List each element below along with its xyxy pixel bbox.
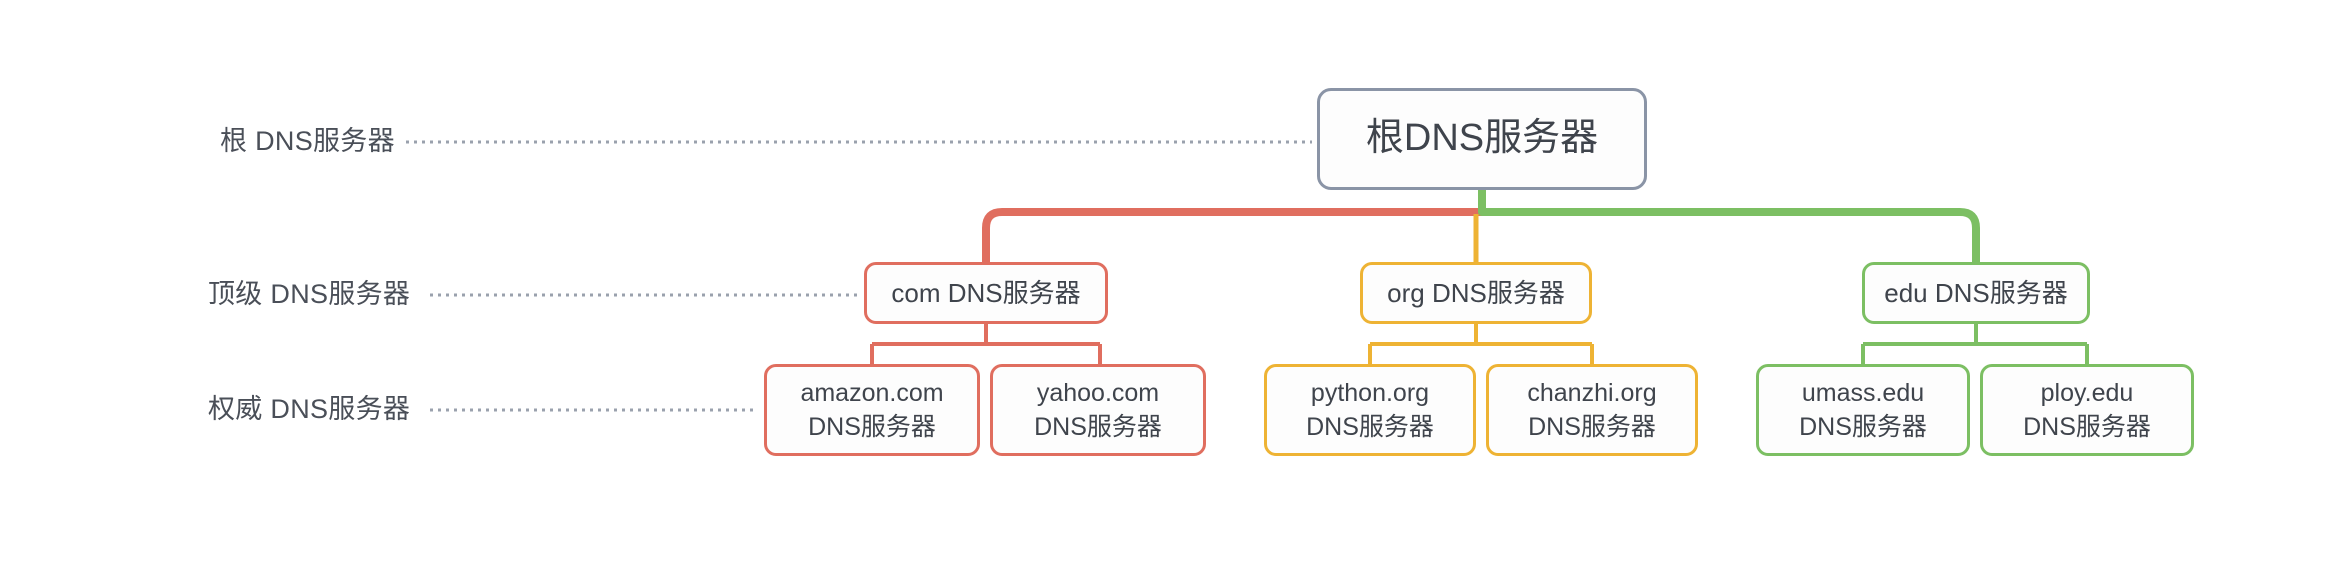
node-authoritative-python-org[interactable]: python.org DNS服务器 — [1264, 364, 1476, 456]
node-root-dns-server[interactable]: 根DNS服务器 — [1317, 88, 1647, 190]
node-authoritative-amazon-com[interactable]: amazon.com DNS服务器 — [764, 364, 980, 456]
node-authoritative-chanzhi-org[interactable]: chanzhi.org DNS服务器 — [1486, 364, 1698, 456]
node-tld-org-label: org DNS服务器 — [1387, 277, 1565, 308]
edge-root-to-com — [982, 208, 1486, 266]
node-authoritative-yahoo-com-role: DNS服务器 — [1034, 413, 1162, 441]
node-authoritative-amazon-com-domain: amazon.com — [800, 378, 944, 407]
node-authoritative-ploy-edu[interactable]: ploy.edu DNS服务器 — [1980, 364, 2194, 456]
node-authoritative-umass-edu-domain: umass.edu — [1801, 378, 1925, 407]
row-label-root: 根 DNS服务器 — [220, 126, 395, 156]
node-authoritative-amazon-com-role: DNS服务器 — [808, 413, 936, 441]
node-authoritative-chanzhi-org-domain: chanzhi.org — [1527, 378, 1657, 407]
node-authoritative-chanzhi-org-role: DNS服务器 — [1528, 413, 1656, 441]
node-authoritative-ploy-edu-role: DNS服务器 — [2023, 413, 2151, 441]
edge-com-to-children — [870, 324, 1102, 364]
node-authoritative-yahoo-com[interactable]: yahoo.com DNS服务器 — [990, 364, 1206, 456]
node-authoritative-yahoo-com-domain: yahoo.com — [1036, 378, 1160, 407]
node-root-label: 根DNS服务器 — [1365, 117, 1599, 160]
node-tld-edu[interactable]: edu DNS服务器 — [1862, 262, 2090, 324]
row-label-tld: 顶级 DNS服务器 — [208, 279, 411, 309]
edge-root-to-edu — [1478, 208, 1980, 266]
edge-org-to-children — [1368, 324, 1594, 364]
node-authoritative-umass-edu-role: DNS服务器 — [1799, 413, 1927, 441]
node-authoritative-python-org-role: DNS服务器 — [1306, 413, 1434, 441]
edge-edu-to-children — [1861, 324, 2089, 364]
row-label-authoritative: 权威 DNS服务器 — [208, 394, 411, 424]
node-authoritative-python-org-domain: python.org — [1310, 378, 1430, 407]
node-tld-edu-label: edu DNS服务器 — [1884, 277, 2068, 308]
node-tld-org[interactable]: org DNS服务器 — [1360, 262, 1592, 324]
node-tld-com[interactable]: com DNS服务器 — [864, 262, 1108, 324]
node-tld-com-label: com DNS服务器 — [891, 277, 1081, 308]
node-authoritative-ploy-edu-domain: ploy.edu — [2040, 378, 2134, 407]
node-authoritative-umass-edu[interactable]: umass.edu DNS服务器 — [1756, 364, 1970, 456]
